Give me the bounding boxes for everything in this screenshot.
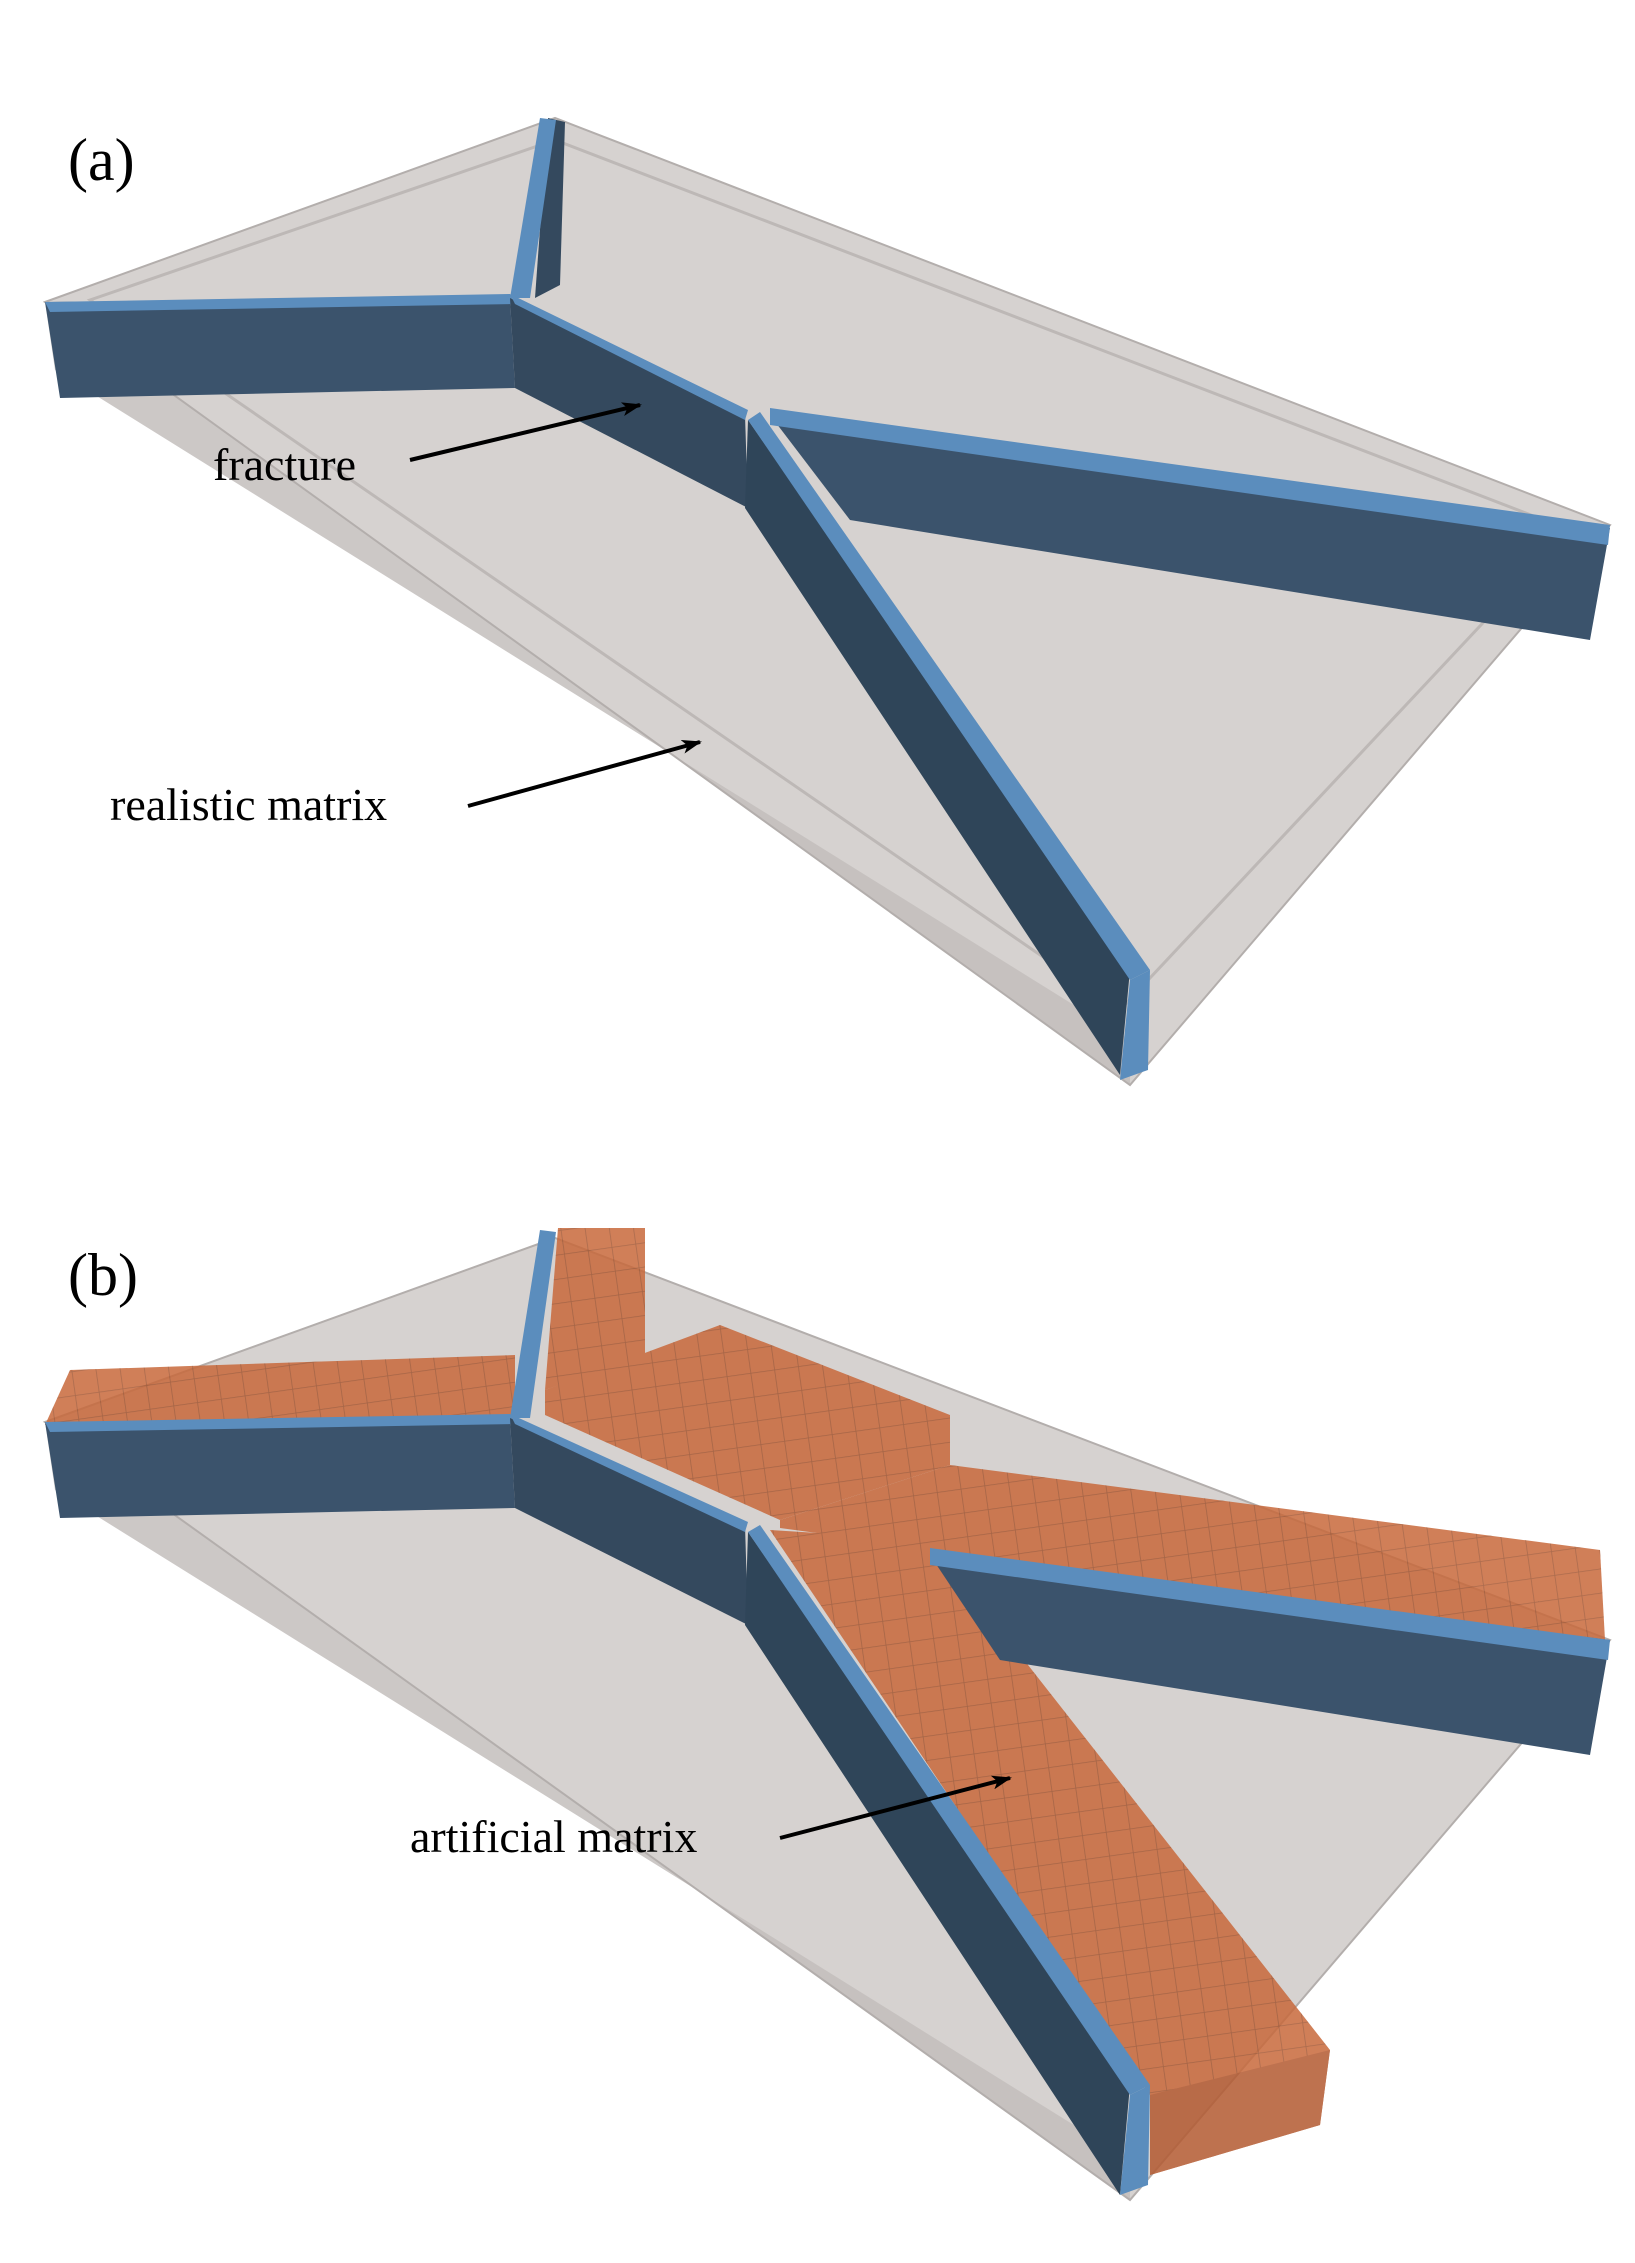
artificial-matrix-arrow xyxy=(779,1775,1012,1840)
fracture-left-top xyxy=(45,294,515,312)
fracture-diagonal-end-b xyxy=(1120,2085,1150,2195)
fracture-diagonal-face xyxy=(745,420,1130,1075)
fracture-diagonal-top-b xyxy=(748,1525,1150,2095)
realistic-matrix-arrow xyxy=(467,740,702,808)
fracture-network xyxy=(45,118,1610,1080)
panel-a-label: (a) xyxy=(68,127,135,193)
fracture-back-face xyxy=(535,118,565,298)
fracture-arrow xyxy=(409,402,642,462)
panel-b-label: (b) xyxy=(68,1242,138,1308)
artificial-back-block-grid xyxy=(545,1228,645,1390)
fracture-back-top xyxy=(510,118,556,298)
fracture-diagonal-face-b xyxy=(745,1532,1130,2195)
fracture-center-top xyxy=(510,294,748,420)
artificial-center-block-grid xyxy=(545,1325,950,1520)
artificial-matrix-annotation: artificial matrix xyxy=(410,1811,697,1862)
fracture-center-face-b xyxy=(510,1418,748,1625)
fracture-right-top xyxy=(770,408,1610,545)
fracture-annotation: fracture xyxy=(213,439,356,490)
fracture-diagonal-top xyxy=(748,412,1150,980)
fracture-center-top-b xyxy=(510,1414,748,1532)
fracture-right-face xyxy=(770,415,1610,640)
fracture-right-top-b xyxy=(930,1548,1610,1660)
fracture-diagonal-end xyxy=(1120,970,1150,1080)
panel-a: (a) fracture realistic matrix xyxy=(42,116,1612,1087)
fracture-left-face xyxy=(45,298,515,398)
realistic-matrix-annotation: realistic matrix xyxy=(110,779,387,830)
fracture-left-top-b xyxy=(45,1414,515,1432)
artificial-left-strip-grid xyxy=(45,1355,515,1425)
artificial-right-strip-grid xyxy=(780,1465,1605,1640)
fracture-network-b xyxy=(45,1230,1610,2195)
fracture-left-face-b xyxy=(45,1418,515,1518)
artificial-diagonal-end xyxy=(1150,2050,1330,2175)
fracture-right-face-b xyxy=(930,1555,1610,1755)
artificial-diagonal-slab-grid xyxy=(770,1530,1330,2175)
artificial-matrix xyxy=(45,1228,1605,2175)
panel-b: (b) artificial matrix xyxy=(42,1228,1612,2202)
fracture-back-top-b xyxy=(510,1230,556,1418)
